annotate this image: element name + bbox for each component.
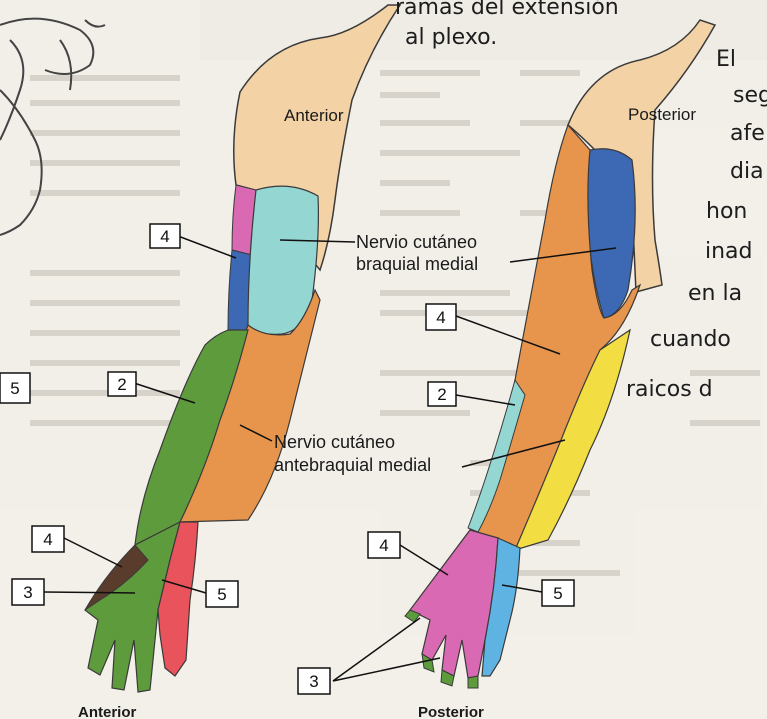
handwriting-right-2: afe [730, 121, 765, 146]
ant-hand-3: 3 [23, 583, 32, 602]
handwriting-top-line2: al plexo. [405, 25, 497, 50]
handwriting-right-7: cuando [650, 327, 731, 352]
handwriting-right-8: raicos d [626, 377, 713, 402]
handwriting-right-6: en la [688, 281, 742, 306]
anterior-arm-label: Anterior [284, 106, 344, 125]
ant-upper-4: 4 [160, 227, 169, 246]
brachial-medial-label-line1: Nervio cutáneo [356, 232, 477, 252]
ant-left-5: 5 [10, 379, 19, 398]
post-hand-4: 4 [379, 536, 388, 555]
handwriting-right-3: dia [730, 159, 764, 184]
anterior-footer-label: Anterior [78, 704, 137, 719]
ant-forearm-2: 2 [117, 375, 126, 394]
posterior-footer-label: Posterior [418, 704, 484, 719]
post-forearm-2: 2 [437, 385, 446, 404]
post-hand-5: 5 [553, 584, 562, 603]
handwriting-right-4: hon [706, 199, 747, 224]
handwriting-right-5: inad [705, 239, 753, 264]
ant-hand-4: 4 [43, 530, 52, 549]
handwriting-right-1: seg [733, 83, 767, 108]
post-fingers-3: 3 [309, 672, 318, 691]
brachial-medial-label-line2: braquial medial [356, 254, 478, 274]
antebrachial-medial-label-line2: antebraquial medial [274, 455, 431, 475]
posterior-arm-label: Posterior [628, 105, 696, 124]
post-upper-4: 4 [436, 308, 445, 327]
antebrachial-medial-label-line1: Nervio cutáneo [274, 432, 395, 452]
handwriting-top-line1: ramas del extensión [395, 0, 619, 20]
handwriting-right-0: El [716, 47, 736, 72]
ant-hand-5: 5 [217, 585, 226, 604]
